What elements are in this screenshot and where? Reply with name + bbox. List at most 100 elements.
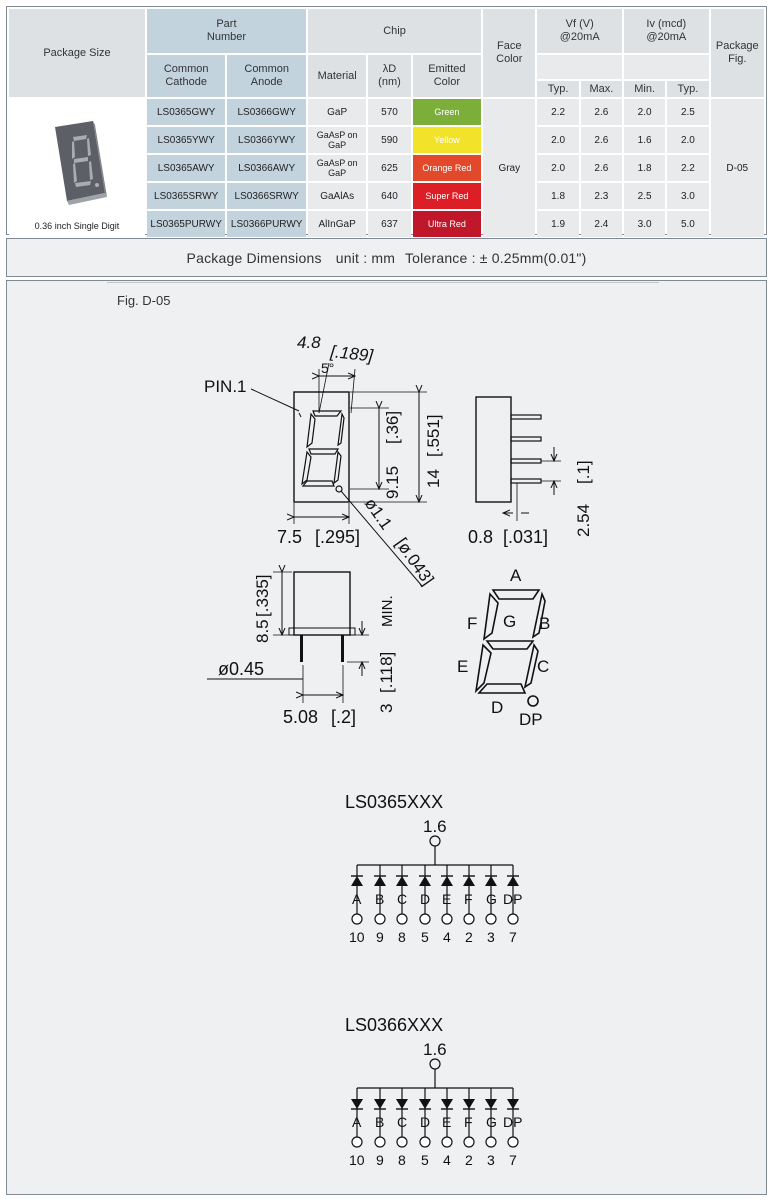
- emitted-color-swatch: Ultra Red: [412, 211, 482, 237]
- table-row: LS0365SRWY LS0366SRWY GaAlAs 640 Super R…: [9, 183, 764, 209]
- dim-pitch: 2.54: [574, 504, 593, 537]
- header-material: Material: [307, 55, 367, 97]
- header-vf-max: Max.: [580, 81, 622, 97]
- pin-number: 3: [487, 1152, 495, 1168]
- vf-typ: 2.0: [537, 155, 579, 181]
- header-vf-typ: Typ.: [537, 81, 579, 97]
- dimensions-tolerance: Tolerance : ± 0.25mm(0.01"): [404, 250, 587, 266]
- diode-icon: [485, 876, 497, 886]
- wavelength: 625: [368, 155, 411, 181]
- dim-pitch-in: [.1]: [574, 460, 593, 484]
- material: AlInGaP: [307, 211, 367, 237]
- iv-spacer: [624, 55, 709, 79]
- pin-number: 5: [421, 929, 429, 945]
- pin-number: 7: [509, 1152, 517, 1168]
- diode-icon: [351, 876, 363, 886]
- dim-width-in: [.295]: [315, 527, 360, 547]
- segment-a-label: A: [510, 566, 522, 585]
- header-wavelength: λD (nm): [368, 55, 411, 97]
- anode-part: LS0366GWY: [227, 99, 306, 125]
- dim-digit-height: 9.15: [383, 466, 402, 499]
- cathode-part: LS0365GWY: [146, 99, 226, 125]
- segment-label: DP: [503, 891, 522, 907]
- diode-icon: [419, 876, 431, 886]
- package-image-cell: 0.36 inch Single Digit: [9, 99, 145, 237]
- segment-label: E: [442, 891, 451, 907]
- vf-max: 2.6: [580, 155, 622, 181]
- pin-pad: [463, 913, 475, 925]
- table-row: 0.36 inch Single Digit LS0365GWY LS0366G…: [9, 99, 764, 237]
- pin-number: 7: [509, 929, 517, 945]
- wavelength: 640: [368, 183, 411, 209]
- iv-typ: 2.2: [667, 155, 709, 181]
- vf-typ: 1.8: [537, 183, 579, 209]
- bottom-view: [207, 572, 369, 703]
- pin-pad: [441, 913, 453, 925]
- header-package-fig: Package Fig.: [710, 9, 764, 97]
- segment-label: B: [375, 1114, 384, 1130]
- seven-segment-package-image: [55, 121, 107, 205]
- anode-part: LS0366AWY: [227, 155, 306, 181]
- pin-pad: [463, 1136, 475, 1148]
- header-package-size: Package Size: [9, 9, 145, 97]
- pin-number: 8: [398, 929, 406, 945]
- pin-number: 5: [421, 1152, 429, 1168]
- table-row: LS0365AWY LS0366AWY GaAsP on GaP 625 Ora…: [9, 155, 764, 181]
- vf-typ: 2.0: [537, 127, 579, 153]
- segment-label: C: [397, 1114, 407, 1130]
- pin-pad: [351, 1136, 363, 1148]
- material: GaAsP on GaP: [307, 155, 367, 181]
- package-fig: D-05: [710, 99, 764, 237]
- dim-total-height-in: [.551]: [424, 414, 443, 457]
- segment-diagram: [474, 589, 546, 707]
- dim-row-pitch: 5.08: [283, 707, 318, 727]
- dim-width-top: 4.8: [297, 333, 321, 352]
- side-view-labels: 0.8 [.031] 2.54 [.1]: [468, 460, 593, 547]
- segment-label: G: [486, 1114, 497, 1130]
- pin-number: 10: [349, 1152, 365, 1168]
- segment-label: F: [464, 1114, 473, 1130]
- dim-digit-height-in: [.36]: [383, 411, 402, 444]
- bottom-view-labels: 8.5 [.335] 3 [.118] MIN. ø0.45 5.08 [.2]: [218, 574, 396, 727]
- pin-pad: [374, 1136, 386, 1148]
- material: GaAsP on GaP: [307, 127, 367, 153]
- face-color: Gray: [483, 99, 536, 237]
- iv-typ: 2.0: [667, 127, 709, 153]
- segment-dp-label: DP: [519, 710, 543, 729]
- dimensions-unit: unit : mm: [335, 250, 396, 266]
- diode-icon: [485, 1099, 497, 1109]
- dimensions-header: Package Dimensions unit : mm Tolerance :…: [6, 238, 767, 277]
- pin-pad: [351, 913, 363, 925]
- dim-total-height: 14: [424, 469, 443, 488]
- material: GaP: [307, 99, 367, 125]
- segment-label: F: [464, 891, 473, 907]
- dim-dp-diameter: ø1.1: [361, 494, 396, 533]
- segment-label: G: [486, 891, 497, 907]
- diode-icon: [441, 876, 453, 886]
- dim-angle: 5°: [321, 360, 334, 376]
- segment-label: E: [442, 1114, 451, 1130]
- pin-pad: [507, 913, 519, 925]
- segment-label: DP: [503, 1114, 522, 1130]
- dim-width: 7.5: [277, 527, 302, 547]
- circuit-common-pins: 1.6: [423, 817, 447, 836]
- vf-spacer: [537, 55, 622, 79]
- header-iv: Iv (mcd) @20mA: [624, 9, 709, 53]
- segment-label: D: [420, 1114, 430, 1130]
- segment-g-label: G: [503, 612, 516, 631]
- dim-min: MIN.: [379, 595, 396, 627]
- segment-d-label: D: [491, 698, 503, 717]
- pin-number: 4: [443, 929, 451, 945]
- pin-pad: [419, 1136, 431, 1148]
- dim-body-height-in: [.335]: [253, 574, 272, 617]
- header-iv-min: Min.: [624, 81, 666, 97]
- vf-max: 2.6: [580, 99, 622, 125]
- iv-typ: 3.0: [667, 183, 709, 209]
- dim-lead-length: 3: [377, 704, 396, 713]
- diode-icon: [507, 1099, 519, 1109]
- segment-labels: A B C D E F G DP: [457, 566, 550, 729]
- dim-row-pitch-in: [.2]: [331, 707, 356, 727]
- diode-icon: [463, 1099, 475, 1109]
- pin-pad: [485, 913, 497, 925]
